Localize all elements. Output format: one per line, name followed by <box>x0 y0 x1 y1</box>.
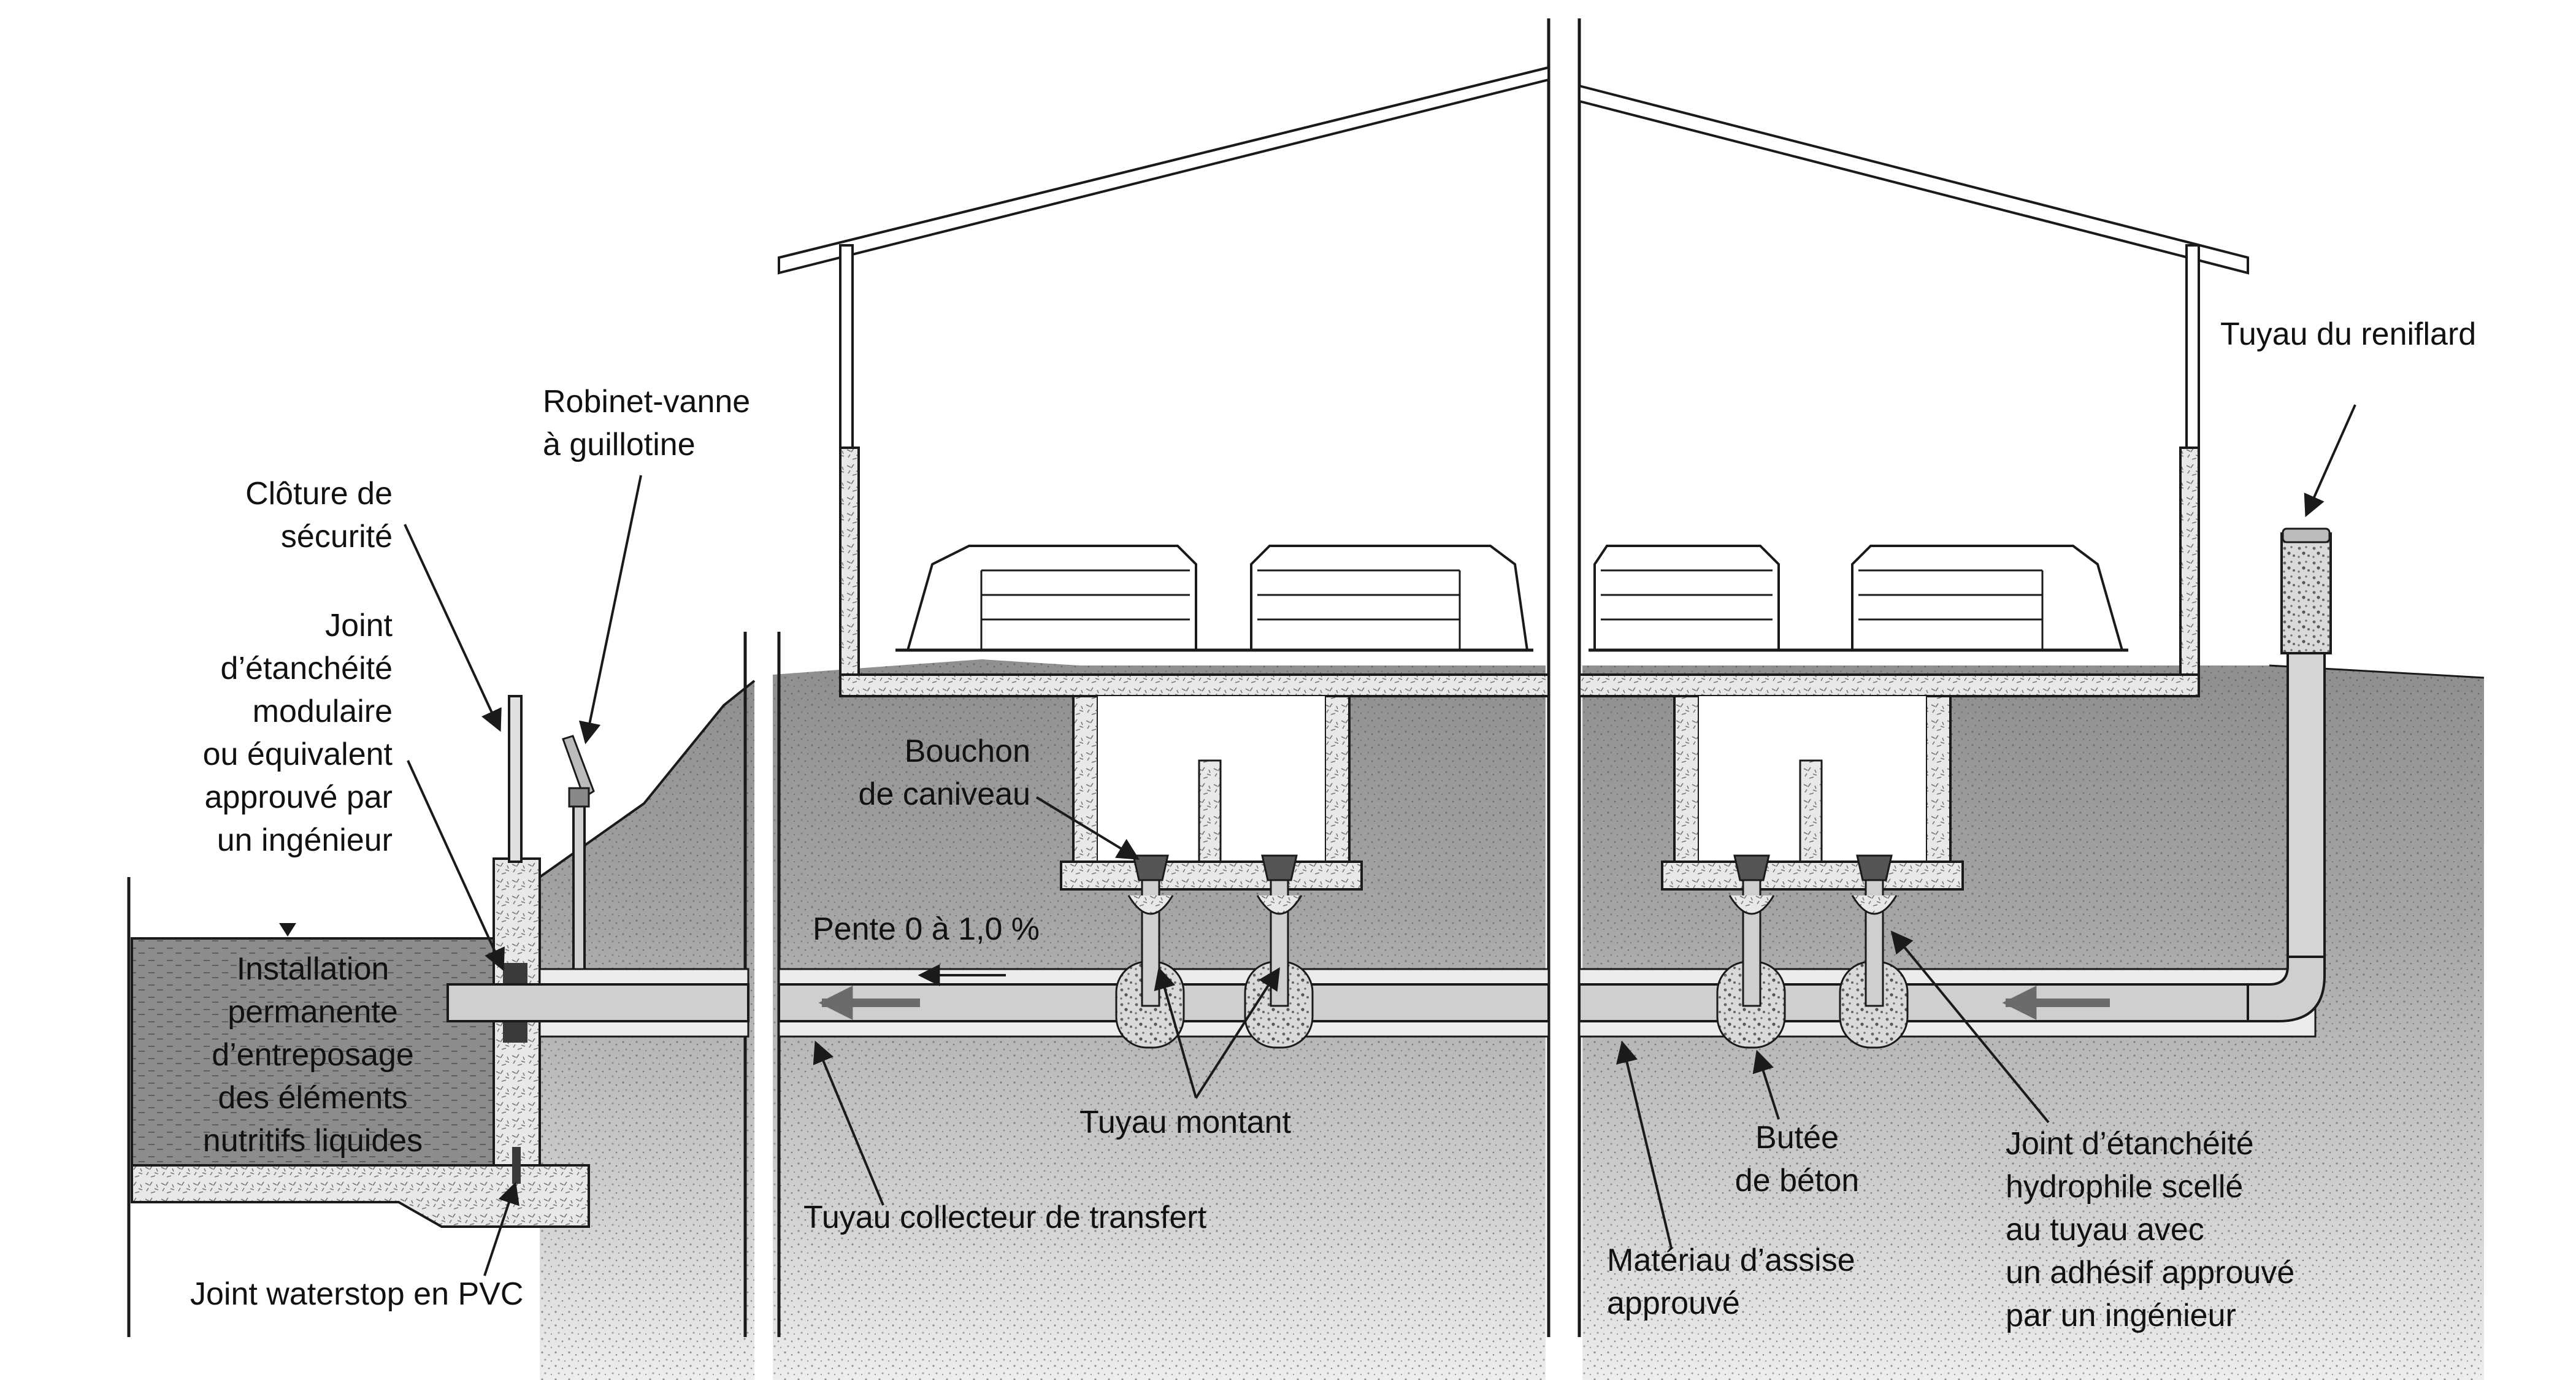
label-thrust-block: Butée de béton <box>1735 1120 1860 1198</box>
label-slope: Pente 0 à 1,0 % <box>813 911 1040 947</box>
label-vent-pipe: Tuyau du reniflard <box>2220 316 2477 352</box>
animal-pens <box>895 545 2128 652</box>
label-modular-seal: Joint d’étanchéité modulaire ou équivale… <box>202 608 393 858</box>
label-pvc-waterstop: Joint waterstop en PVC <box>190 1276 524 1312</box>
label-storage-facility: Installation permanente d’entreposage de… <box>202 951 423 1159</box>
barn-building <box>778 66 2249 891</box>
label-gate-valve: Robinet-vanne à guillotine <box>543 384 751 462</box>
label-bedding-material: Matériau d’assise approuvé <box>1607 1243 1855 1321</box>
riser-4 <box>1839 854 1909 1049</box>
label-riser-pipe: Tuyau montant <box>1079 1105 1291 1140</box>
label-hydrophilic-seal: Joint d’étanchéité hydrophile scellé au … <box>2006 1126 2295 1333</box>
label-transfer-pipe: Tuyau collecteur de transfert <box>803 1200 1207 1235</box>
vent-pipe <box>2280 527 2332 958</box>
label-gutter-plug: Bouchon de caniveau <box>858 734 1030 812</box>
riser-pipes <box>1115 854 1909 1049</box>
leader-lines <box>404 404 2356 1276</box>
transfer-pipe <box>447 956 2326 1038</box>
riser-3 <box>1716 854 1786 1049</box>
security-fence <box>508 695 523 863</box>
label-security-fence: Clôture de sécurité <box>245 476 393 554</box>
